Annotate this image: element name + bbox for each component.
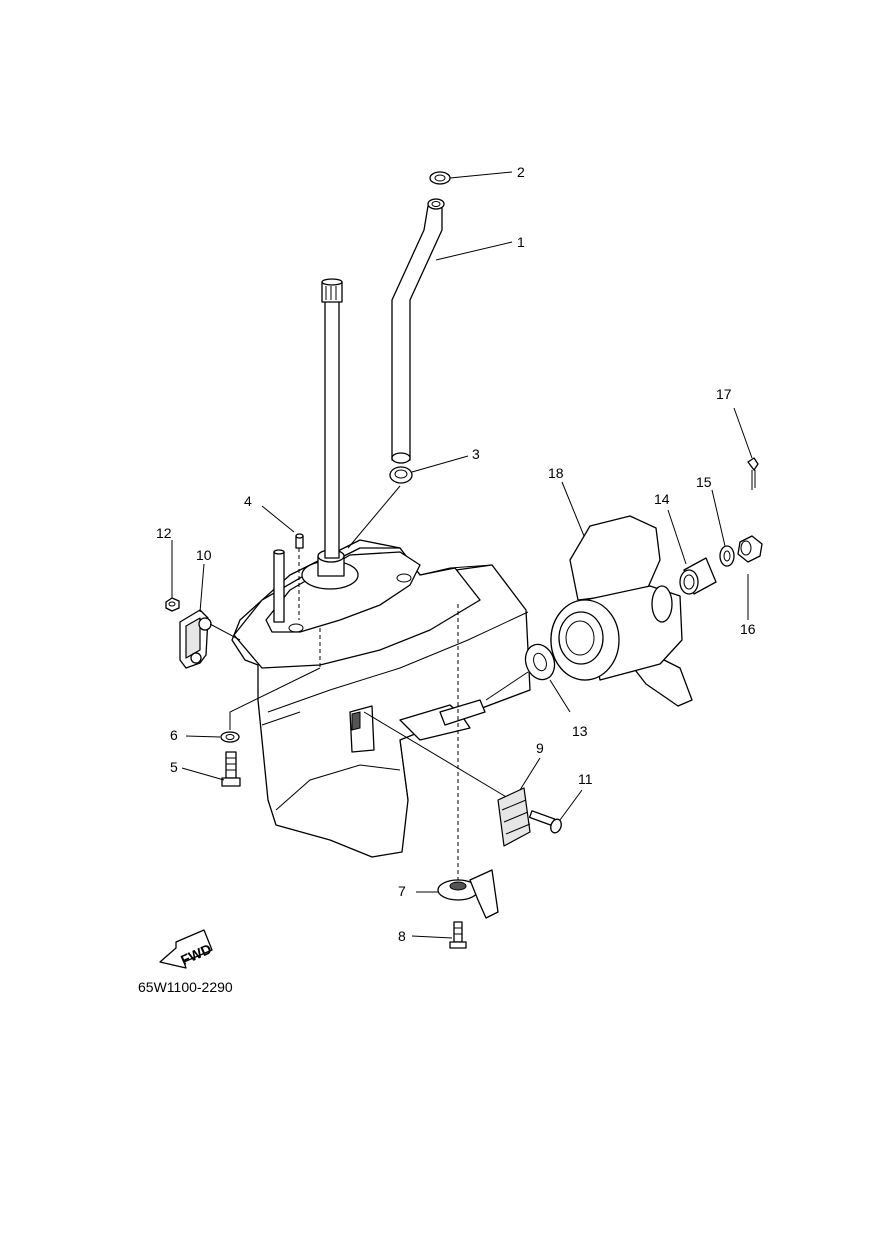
washer-prop	[719, 545, 735, 567]
callout-12: 12	[156, 525, 172, 541]
washer-small	[220, 731, 240, 743]
trim-tab	[437, 869, 499, 919]
callout-13: 13	[572, 723, 588, 739]
guide-line-anode	[363, 711, 509, 799]
anode	[497, 787, 531, 847]
callout-11: 11	[578, 771, 593, 787]
guide-line-tube	[347, 485, 401, 549]
callout-2: 2	[517, 164, 525, 180]
callout-5: 5	[170, 759, 178, 775]
callout-6: 6	[170, 727, 178, 743]
callout-labels: 1 2 3 4 5 6 7 8 9 10 11 12 13 14 15 16 1…	[156, 164, 756, 944]
dowel-pin	[295, 533, 304, 620]
propeller	[550, 515, 693, 707]
callout-18: 18	[548, 465, 564, 481]
drive-shaft	[321, 278, 343, 559]
callout-7: 7	[398, 883, 406, 899]
callout-8: 8	[398, 928, 406, 944]
callout-1: 1	[517, 234, 525, 250]
cotter-pin	[747, 457, 759, 490]
thrust-bushing	[679, 557, 717, 595]
bolt-trim-tab	[449, 921, 467, 949]
bolt-housing	[221, 751, 241, 787]
fwd-arrow-icon: FWD	[159, 929, 214, 969]
anode-screw	[528, 810, 562, 834]
callout-17: 17	[716, 386, 732, 402]
guide-line-bolt	[229, 667, 321, 730]
guide-line-spacer	[485, 671, 529, 701]
callout-9: 9	[536, 740, 544, 756]
grommet-top	[429, 171, 451, 185]
callout-16: 16	[740, 621, 756, 637]
drawing-code: 65W1100-2290	[138, 979, 233, 995]
callout-14: 14	[654, 491, 670, 507]
callout-4: 4	[244, 493, 252, 509]
hex-nut	[165, 597, 180, 612]
castle-nut	[737, 535, 763, 563]
tube-seal	[389, 466, 413, 484]
callout-10: 10	[196, 547, 212, 563]
shift-rod	[273, 549, 285, 623]
leader-lines	[171, 171, 753, 939]
callout-15: 15	[696, 474, 712, 490]
propeller-spacer	[524, 643, 556, 681]
callout-3: 3	[472, 446, 480, 462]
anode-bracket	[179, 609, 241, 669]
water-tube	[391, 198, 445, 464]
lower-unit-housing	[231, 539, 531, 858]
